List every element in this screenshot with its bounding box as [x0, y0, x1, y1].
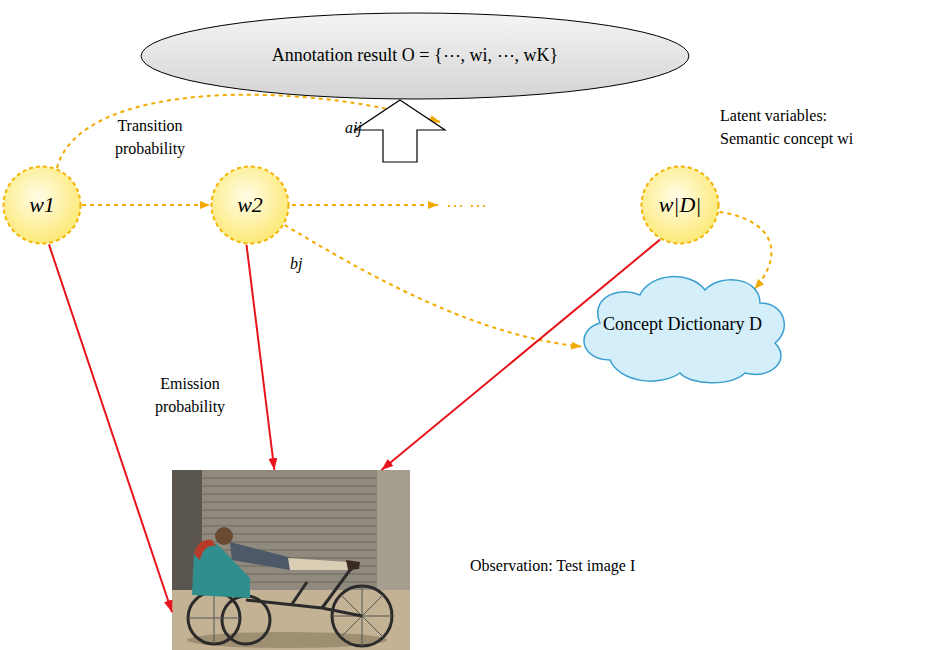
concept-name: w|D|	[659, 191, 702, 220]
transition-line	[292, 204, 438, 206]
circle-outline	[4, 167, 81, 244]
transition-arrow	[82, 204, 210, 206]
emission-symbol: bj	[290, 252, 302, 275]
text-wrap: Annotation result O = {⋯, wi, ⋯, wK}	[140, 12, 690, 100]
result-ellipse: Annotation result O = {⋯, wi, ⋯, wK}	[140, 12, 690, 100]
text-wrap: w|D|	[640, 165, 720, 245]
observation-image: Observation: Test image I	[172, 470, 410, 650]
concept-state: w|D|	[640, 165, 720, 245]
transition-label: Transition probability	[100, 114, 200, 160]
ellipse-outline	[141, 13, 689, 99]
ellipsis-dots: ⋯ ⋯	[446, 192, 487, 218]
cloud-outline	[584, 277, 784, 383]
transition-arrow	[285, 225, 582, 347]
text-wrap: w2	[210, 165, 290, 245]
test-image	[172, 470, 410, 650]
circle-outline	[642, 167, 719, 244]
concept-name: w2	[237, 191, 263, 220]
concept-state: w2	[210, 165, 290, 245]
circle-outline	[212, 167, 289, 244]
latent-label: Latent variables: Semantic concept wi	[720, 104, 890, 150]
node-label: Annotation result O = {⋯, wi, ⋯, wK}	[272, 44, 558, 67]
image-caption: Observation: Test image I	[470, 556, 635, 577]
text-wrap: w1	[2, 165, 82, 245]
concept-state: w1	[2, 165, 82, 245]
emission-label: Emission probability	[135, 372, 245, 418]
hollow-arrow	[355, 100, 445, 162]
text-wrap: Concept Dictionary D	[570, 265, 795, 385]
concept-name: w1	[29, 191, 55, 220]
node-label: Concept Dictionary D	[603, 313, 762, 336]
transition-arrow	[719, 212, 771, 289]
emission-arrow	[49, 244, 172, 612]
transition-symbol: aij	[345, 116, 362, 139]
emission-arrow	[247, 245, 275, 470]
dictionary-cloud: Concept Dictionary D	[570, 265, 795, 385]
